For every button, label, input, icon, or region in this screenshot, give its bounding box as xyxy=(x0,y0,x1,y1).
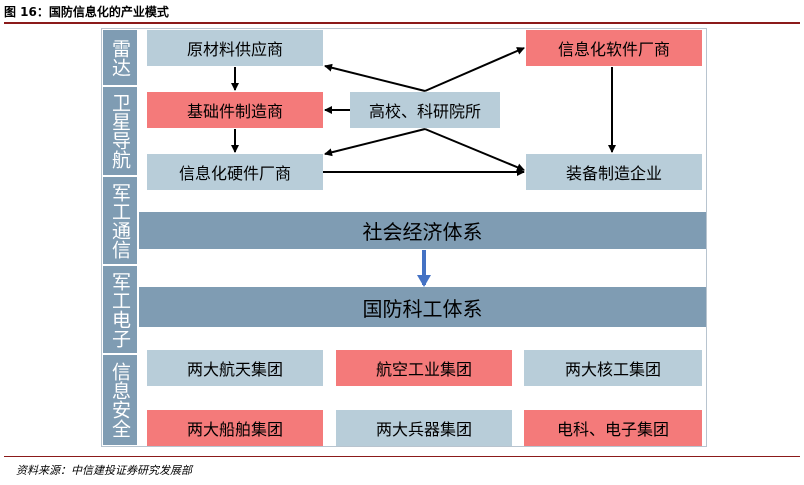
side-separator xyxy=(103,353,137,355)
arrow-university-to-raw xyxy=(324,63,426,92)
nuclear-groups-box: 两大核工集团 xyxy=(524,350,702,386)
aviation-industry-group-box: 航空工业集团 xyxy=(336,350,512,386)
side-label-military-communication: 军工通信 xyxy=(103,177,137,264)
side-label-radar: 雷达 xyxy=(103,30,137,85)
raw-material-supplier-box: 原材料供应商 xyxy=(147,30,323,66)
side-separator xyxy=(103,264,137,266)
equipment-manufacturer-box: 装备制造企业 xyxy=(526,154,702,190)
ordnance-groups-box: 两大兵器集团 xyxy=(336,410,512,446)
title-rule xyxy=(4,22,800,24)
source-note: 资料来源：中信建投证券研究发展部 xyxy=(16,464,192,477)
aerospace-groups-box: 两大航天集团 xyxy=(147,350,323,386)
side-separator xyxy=(103,85,137,87)
figure-title: 图 16：国防信息化的产业模式 xyxy=(4,5,169,19)
arrow-university-to-hardware xyxy=(324,128,426,157)
software-vendor-box: 信息化软件厂商 xyxy=(526,30,702,66)
university-research-box: 高校、科研院所 xyxy=(350,92,500,128)
shipbuilding-groups-box: 两大船舶集团 xyxy=(147,410,323,446)
social-economy-band: 社会经济体系 xyxy=(139,212,706,249)
base-parts-manufacturer-box: 基础件制造商 xyxy=(147,92,323,128)
arrow-university-to-equipment xyxy=(424,128,525,172)
side-label-satellite-navigation: 卫星导航 xyxy=(103,87,137,175)
electronics-groups-box: 电科、电子集团 xyxy=(524,410,702,446)
hardware-vendor-box: 信息化硬件厂商 xyxy=(147,154,323,190)
source-rule xyxy=(4,456,800,457)
side-label-military-electronics: 军工电子 xyxy=(103,266,137,353)
arrow-university-to-software xyxy=(424,47,525,92)
defense-industry-band: 国防科工体系 xyxy=(139,287,706,327)
side-label-information-security: 信息安全 xyxy=(103,355,137,445)
side-separator xyxy=(103,175,137,177)
